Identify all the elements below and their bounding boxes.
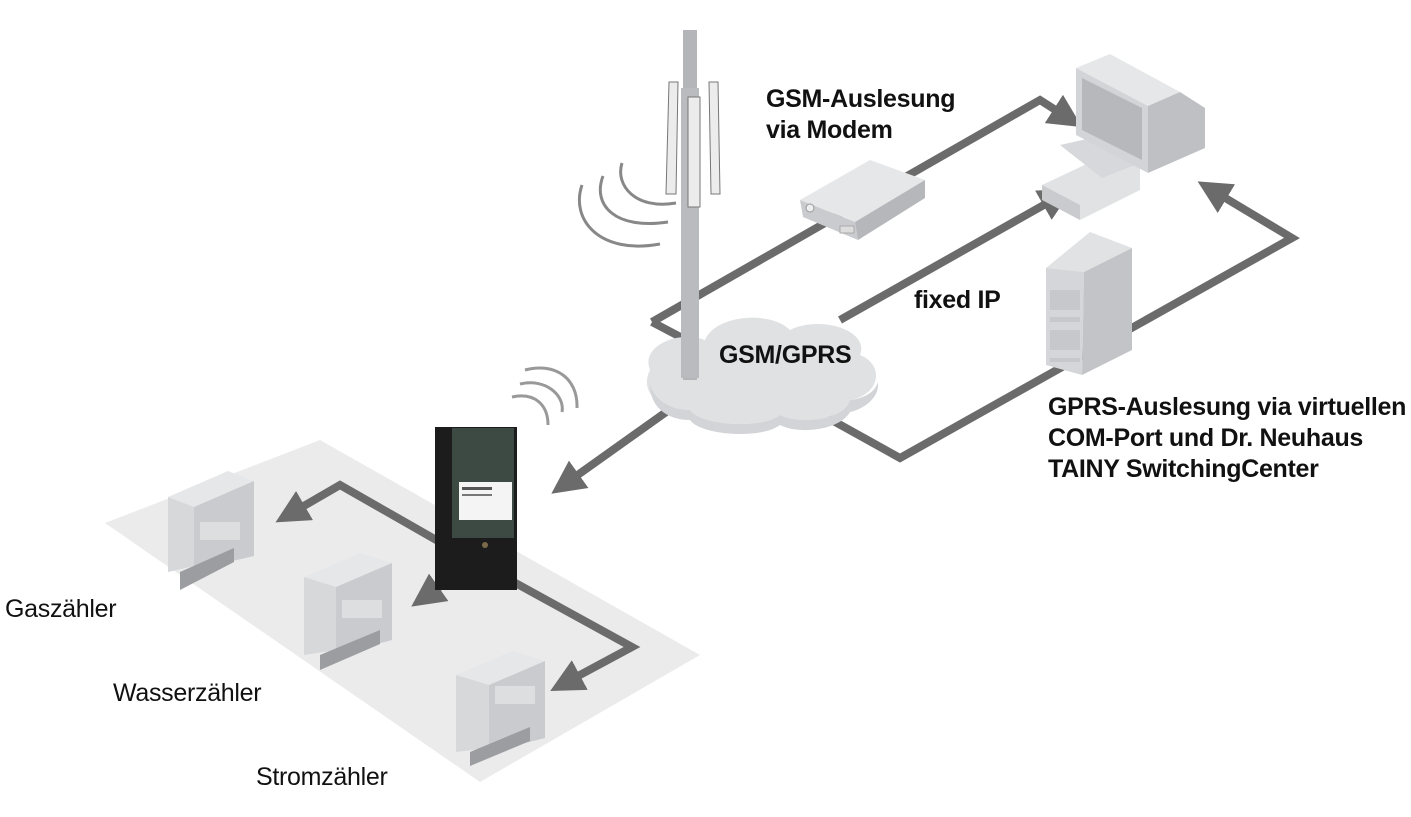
edge-modem-line <box>650 94 1083 326</box>
antenna-tower-icon <box>577 30 721 380</box>
label-water-meter: Wasserzähler <box>113 679 262 707</box>
label-gsm-readout-line-1: GSM-Auslesung <box>766 85 956 113</box>
desktop-computer-icon <box>1042 54 1205 220</box>
water-meter-icon <box>304 553 392 670</box>
label-gsm-readout-line-2: via Modem <box>766 116 893 144</box>
modem-icon <box>800 160 925 240</box>
power-meter-icon <box>456 651 545 766</box>
gas-meter-icon <box>168 471 254 590</box>
label-power-meter: Stromzähler <box>256 763 388 791</box>
server-tower-icon <box>1046 232 1132 375</box>
label-gsm-readout: GSM-Auslesung via Modem <box>766 84 955 146</box>
edge-to-power <box>508 576 641 691</box>
label-fixed-ip: fixed IP <box>914 286 1001 314</box>
edge-to-gas <box>275 480 447 549</box>
label-gas-meter: Gaszähler <box>5 595 117 623</box>
edge-fixed-ip <box>838 188 1073 324</box>
label-gprs-readout-line-2: COM-Port und Dr. Neuhaus <box>1048 424 1364 452</box>
electricity-meter-icon <box>435 366 579 590</box>
label-gprs-readout-line-3: TAINY SwitchingCenter <box>1048 455 1319 483</box>
label-gprs-readout: GPRS-Auslesung via virtuellen COM-Port u… <box>1048 392 1406 485</box>
label-gprs-readout-line-1: GPRS-Auslesung via virtuellen <box>1048 393 1407 421</box>
network-cloud <box>646 317 879 435</box>
label-network-cloud: GSM/GPRS <box>719 341 852 369</box>
